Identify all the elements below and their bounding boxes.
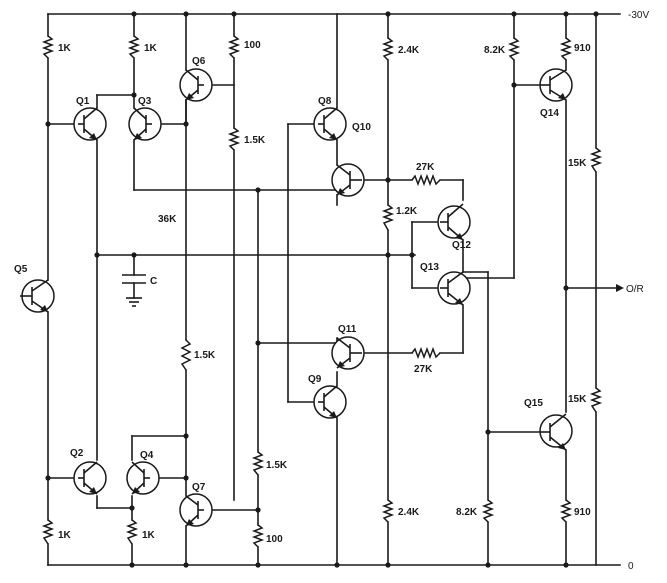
resistor-r5: 2.4K (381, 37, 420, 61)
transistor-label: Q10 (352, 122, 371, 133)
transistor-label: Q12 (452, 240, 471, 251)
resistor-r11: 36K (158, 214, 177, 225)
transistor-label: Q14 (540, 108, 559, 119)
transistor-label: Q4 (140, 450, 154, 461)
transistor-label: Q3 (138, 96, 152, 107)
transistor-label: Q7 (192, 482, 206, 493)
resistor-label: 910 (574, 43, 591, 54)
transistor-q1: Q1 (73, 96, 107, 141)
transistor-q10: Q10 (331, 122, 371, 197)
resistor-r8: 15K (568, 147, 603, 173)
transistor-q7: Q7 (179, 482, 213, 527)
resistor-r14: 15K (568, 387, 603, 413)
resistor-label: 1.5K (194, 350, 216, 361)
resistor-label: 2.4K (398, 507, 420, 518)
transistor-label: Q13 (420, 262, 439, 273)
resistor-r17: 1K (125, 519, 156, 545)
transistor-q13: Q13 (420, 262, 471, 306)
resistor-r4: 1.5K (227, 127, 266, 151)
resistor-label: 1.2K (396, 206, 418, 217)
transistor-q2: Q2 (70, 448, 107, 495)
resistor-r3: 100 (227, 35, 261, 59)
resistor-label: 1.5K (266, 460, 288, 471)
resistor-label: 8.2K (456, 507, 478, 518)
resistor-r10: 1.2K (381, 204, 418, 231)
resistor-label: 27K (416, 162, 435, 173)
transistor-label: Q15 (524, 398, 543, 409)
resistor-r6: 8.2K (484, 37, 521, 61)
transistor-q5: Q5 (14, 264, 55, 313)
resistor-r15: 1.5K (251, 451, 288, 476)
transistor-q11: Q11 (331, 324, 365, 370)
resistor-label: 15K (568, 158, 587, 169)
transistor-group: Q1 Q2 Q3 Q4 (14, 56, 573, 527)
transistor-q15: Q15 (524, 398, 573, 451)
resistor-label: 1K (58, 530, 72, 541)
resistor-label: 8.2K (484, 45, 506, 56)
transistor-q4: Q4 (126, 450, 160, 495)
transistor-label: Q11 (338, 324, 357, 335)
transistor-q14: Q14 (539, 68, 573, 119)
resistor-r16: 1K (41, 519, 72, 545)
transistor-q3: Q3 (128, 96, 162, 141)
resistor-label: 100 (244, 40, 261, 51)
resistor-label: 15K (568, 394, 587, 405)
ground-rail-label: 0 (628, 561, 634, 572)
resistor-label: 2.4K (398, 45, 420, 56)
transistor-label: Q5 (14, 264, 28, 275)
transistor-label: Q8 (318, 96, 332, 107)
resistor-label: 1K (58, 43, 72, 54)
resistor-r12: 1.5K (180, 339, 216, 371)
capacitor-c: C (122, 274, 157, 307)
transistor-label: Q9 (308, 374, 322, 385)
transistor-q6: Q6 (179, 56, 213, 102)
resistor-r19: 2.4K (381, 499, 420, 523)
output-arrow-icon (616, 284, 624, 292)
resistor-label: 27K (414, 364, 433, 375)
junction-dots (45, 11, 599, 568)
output-label: O/R (626, 284, 644, 295)
resistor-r1: 1K (41, 35, 72, 59)
resistor-group: 1K 1K 100 1.5K 2.4K 8.2K 910 15K (41, 35, 603, 548)
supply-rail-label: -30V (628, 10, 649, 21)
wire-network (47, 13, 621, 566)
transistor-q12: Q12 (437, 203, 471, 251)
transistor-label: Q2 (70, 448, 84, 459)
resistor-label: 100 (266, 534, 283, 545)
resistor-label: 910 (574, 507, 591, 518)
resistor-label: 1K (144, 43, 158, 54)
transistor-label: Q1 (76, 96, 90, 107)
resistor-r7: 910 (559, 37, 591, 61)
resistor-r18: 100 (251, 524, 283, 548)
resistor-label: 36K (158, 214, 177, 225)
transistor-label: Q6 (192, 56, 206, 67)
resistor-r13: 27K (411, 346, 441, 375)
resistor-r20: 8.2K (456, 499, 495, 523)
capacitor-label: C (150, 276, 157, 287)
resistor-label: 1K (142, 530, 156, 541)
transistor-q8: Q8 (313, 96, 347, 141)
transistor-q9: Q9 (308, 374, 347, 419)
resistor-r21: 910 (559, 499, 591, 523)
resistor-label: 1.5K (244, 135, 266, 146)
resistor-r2: 1K (127, 35, 158, 59)
resistor-r9: 27K (411, 162, 441, 187)
